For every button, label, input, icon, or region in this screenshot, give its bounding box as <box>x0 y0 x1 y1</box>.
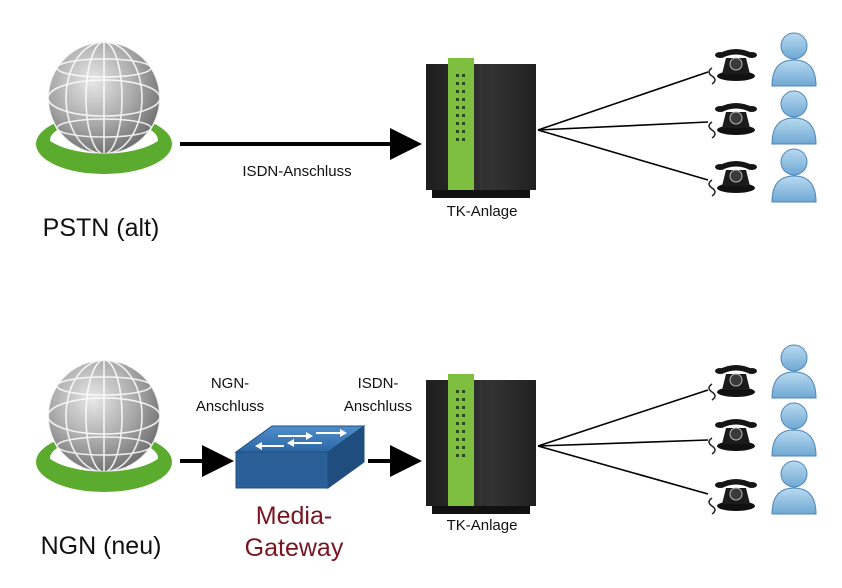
isdn-connection-label-line1: ISDN- <box>358 375 399 392</box>
user-icon <box>771 148 817 203</box>
ngn-connection-label-line1: NGN- <box>211 375 249 392</box>
user-icon <box>771 90 817 145</box>
user-icon <box>771 460 817 515</box>
ngn-connection-label-line2: Anschluss <box>196 398 264 415</box>
user-icon <box>771 402 817 457</box>
phone-lines <box>537 71 709 181</box>
user-icon <box>771 344 817 399</box>
isdn-connection-label-line2: Anschluss <box>344 398 412 415</box>
phone-icon <box>708 48 758 85</box>
media-gateway-label-line2: Gateway <box>245 534 344 562</box>
isdn-connection-label: ISDN-Anschluss <box>242 163 351 180</box>
pstn-label: PSTN (alt) <box>43 214 160 242</box>
pbx-icon <box>425 373 537 515</box>
media-gateway-label-line1: Media- <box>256 502 332 530</box>
pbx-icon <box>425 57 537 199</box>
ngn-label: NGN (neu) <box>41 532 162 560</box>
phone-lines <box>537 389 709 495</box>
phone-icon <box>708 478 758 515</box>
user-icon <box>771 32 817 87</box>
media-gateway-switch-icon <box>234 425 366 489</box>
phone-icon <box>708 102 758 139</box>
pstn-globe-icon <box>36 42 172 174</box>
phone-icon <box>708 364 758 401</box>
pbx-label: TK-Anlage <box>447 203 518 220</box>
ngn-globe-icon <box>36 360 172 492</box>
pbx-label: TK-Anlage <box>447 517 518 534</box>
phone-icon <box>708 160 758 197</box>
phone-icon <box>708 418 758 455</box>
